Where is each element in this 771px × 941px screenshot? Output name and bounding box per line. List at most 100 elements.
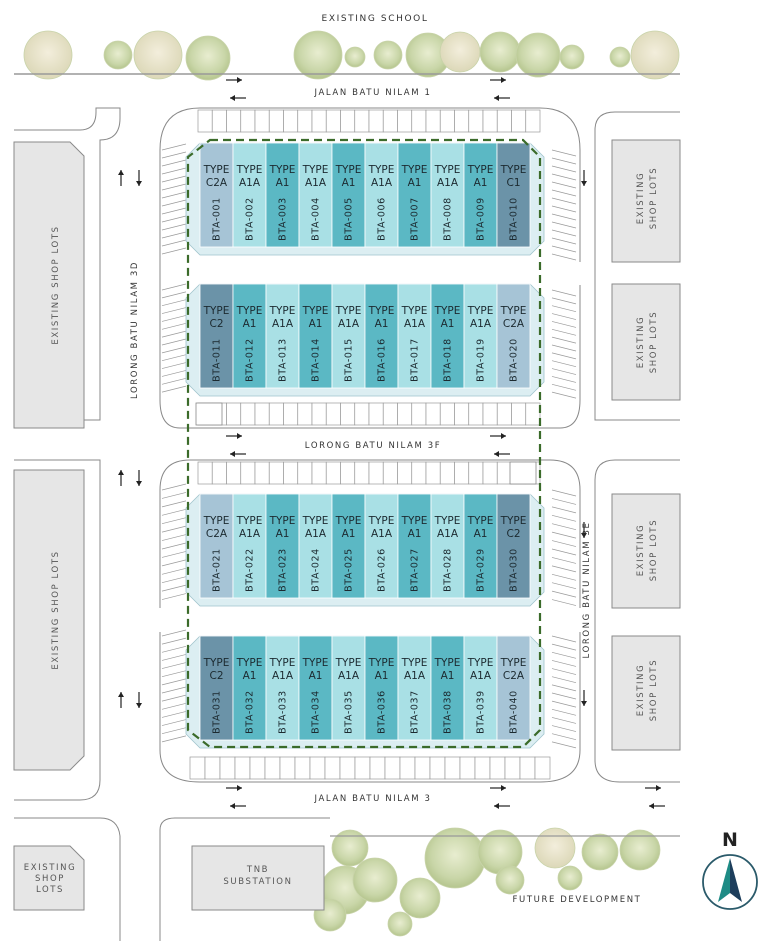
parking-bay-line <box>161 191 187 199</box>
parking-bay-line <box>161 159 187 167</box>
unit-type-prefix: TYPE <box>335 515 362 527</box>
parking-bay-line <box>551 157 577 165</box>
unit-plot <box>199 283 234 389</box>
unit-type-code: A1A <box>470 670 492 682</box>
unit-plot <box>298 142 333 248</box>
parking-bay <box>468 109 484 133</box>
tree-icon <box>424 827 486 889</box>
unit-plot <box>199 635 234 741</box>
parking-bay <box>519 756 536 780</box>
unit-type-prefix: TYPE <box>236 164 263 176</box>
tree-icon <box>581 833 619 871</box>
unit-plot <box>199 493 234 599</box>
unit-lot-number: BTA-033 <box>278 690 289 734</box>
parking-bay-line <box>161 151 187 159</box>
traffic-arrows <box>118 77 665 809</box>
unit-type-code: C2A <box>206 177 228 189</box>
unit-plot <box>331 283 366 389</box>
existing-building <box>13 469 85 771</box>
parking-bay-line <box>161 517 187 525</box>
site-boundary-line <box>186 138 542 749</box>
unit-lot-number: BTA-029 <box>476 548 487 592</box>
unit-type-code: A1A <box>305 177 327 189</box>
parking-bay-line <box>161 645 187 653</box>
parking-bay <box>204 756 221 780</box>
tree-icon <box>630 30 680 80</box>
label-substation: SUBSTATION <box>223 877 292 887</box>
unit-type-prefix: TYPE <box>203 305 230 317</box>
label-shop-lots-right-2a: EXISTING <box>636 316 646 369</box>
parking-bay <box>382 461 398 485</box>
parking-bay-line <box>551 635 577 643</box>
parking-bay-line <box>551 676 577 684</box>
unit-type-prefix: TYPE <box>203 515 230 527</box>
unit-type-prefix: TYPE <box>500 164 527 176</box>
parking-bay-line <box>161 576 187 584</box>
parking-bay <box>283 402 299 426</box>
parking-bay <box>454 402 470 426</box>
parking-bay <box>504 756 521 780</box>
unit-type-prefix: TYPE <box>467 657 494 669</box>
unit-lot-number: BTA-038 <box>443 690 454 734</box>
parking-bay-line <box>161 670 187 678</box>
parking-bay-line <box>161 492 187 499</box>
parking-bay-line <box>551 548 577 556</box>
road-label-lorong-batu-nilam-3f: LORONG BATU NILAM 3F <box>305 441 441 451</box>
parking-bay-line <box>551 305 577 313</box>
parking-bay-line <box>551 733 577 741</box>
tree-icon <box>185 35 231 81</box>
parking-bay <box>325 461 341 485</box>
unit-lot-number: BTA-028 <box>443 548 454 592</box>
unit-plot <box>199 142 234 248</box>
parking-bay <box>268 109 284 133</box>
parking-bay-line <box>551 189 577 197</box>
kerb-line <box>159 285 581 429</box>
parking-bay-line <box>161 299 187 307</box>
parking-bay-line <box>161 508 187 516</box>
parking-bay <box>496 461 512 485</box>
parking-bay <box>240 402 256 426</box>
unit-lot-number: BTA-026 <box>377 548 388 592</box>
parking-bay <box>354 756 371 780</box>
unit-block: TYPEC2ABTA-001TYPEA1ABTA-002TYPEA1BTA-00… <box>185 142 545 256</box>
unit-lot-number: BTA-017 <box>410 338 421 382</box>
unit-type-code: A1 <box>276 528 290 540</box>
parking-bay <box>297 109 313 133</box>
unit-type-code: A1 <box>342 177 356 189</box>
label-shop-lots-right-1a: EXISTING <box>636 172 646 225</box>
unit-type-prefix: TYPE <box>500 657 527 669</box>
parking-bay <box>411 109 427 133</box>
parking-bay-line <box>161 346 187 354</box>
parking-bay <box>496 402 512 426</box>
parking-bay <box>511 402 527 426</box>
unit-type-prefix: TYPE <box>203 657 230 669</box>
arrow-head-icon <box>494 95 499 101</box>
parking-bay-line <box>161 370 187 377</box>
unit-type-code: A1 <box>441 318 455 330</box>
existing-building <box>611 635 681 751</box>
unit-type-prefix: TYPE <box>269 515 296 527</box>
tree-icon <box>23 30 73 80</box>
parking-bay <box>254 402 270 426</box>
unit-type-prefix: TYPE <box>302 657 329 669</box>
unit-type-prefix: TYPE <box>236 515 263 527</box>
site-boundary <box>186 138 542 749</box>
parking-bay-line <box>551 684 577 692</box>
road-label-lorong-batu-nilam-3e: LORONG BATU NILAM 3E <box>582 522 592 659</box>
parking-bay-line <box>551 289 577 297</box>
parking-bay <box>439 402 455 426</box>
parking-bay <box>496 109 512 133</box>
arrow-head-icon <box>230 803 235 809</box>
label-shop-lots-right-2b: SHOP LOTS <box>649 311 659 373</box>
parking-bay-line <box>551 213 577 221</box>
existing-building <box>13 141 85 429</box>
road-label-jalan-batu-nilam-1: JALAN BATU NILAM 1 <box>314 88 432 98</box>
arrow-head-icon <box>118 692 124 697</box>
parking-bay <box>444 756 461 780</box>
unit-type-code: A1 <box>408 177 422 189</box>
unit-type-code: C1 <box>506 177 520 189</box>
unit-lot-number: BTA-007 <box>410 197 421 241</box>
arrow-head-icon <box>581 181 587 186</box>
parking-bay <box>382 109 398 133</box>
parking-bay <box>254 109 270 133</box>
